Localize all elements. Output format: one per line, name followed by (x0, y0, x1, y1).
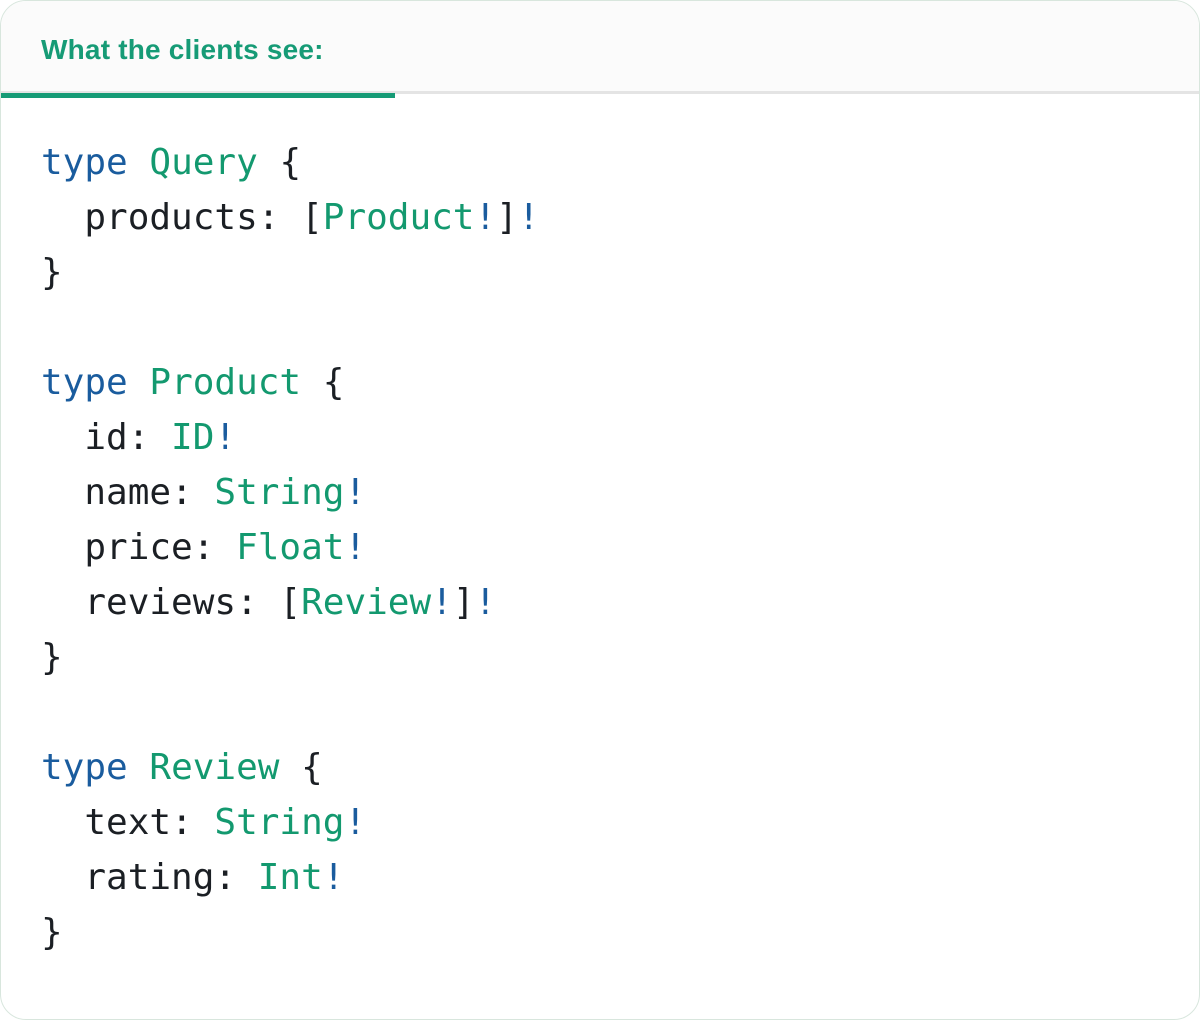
code-token-bg: ! (344, 802, 367, 843)
code-token-pl: rating: (41, 857, 258, 898)
code-token-pl: ] (452, 582, 475, 623)
code-area: type Query { products: [Product!]!} type… (1, 94, 1199, 1000)
code-token-bg: ! (344, 472, 367, 513)
code-line: name: String! (41, 465, 1159, 520)
code-token-bg: ! (214, 417, 237, 458)
code-token-pl: } (41, 912, 63, 953)
code-token-ty: Int (257, 857, 323, 898)
code-token-ty: Review (301, 582, 432, 623)
code-token-ty: ID (171, 417, 215, 458)
code-line: type Query { (41, 135, 1159, 190)
code-line: products: [Product!]! (41, 190, 1159, 245)
code-token-ty: Query (149, 142, 258, 183)
code-token-ty: String (214, 472, 345, 513)
code-token-pl: reviews: [ (41, 582, 302, 623)
code-token-pl: { (301, 362, 345, 403)
code-token-ty: Float (236, 527, 345, 568)
code-line: } (41, 245, 1159, 300)
code-token-pl: } (41, 637, 63, 678)
code-token-kw: type (41, 747, 128, 788)
code-token-bg: ! (322, 857, 345, 898)
code-token-pl: ] (496, 197, 518, 238)
code-token-bg: ! (344, 527, 367, 568)
code-line: } (41, 905, 1159, 960)
code-line: } (41, 630, 1159, 685)
code-line: reviews: [Review!]! (41, 575, 1159, 630)
code-token-pl: } (41, 252, 63, 293)
code-token-pl: { (257, 142, 302, 183)
code-line: type Product { (41, 355, 1159, 410)
code-line: rating: Int! (41, 850, 1159, 905)
code-line: price: Float! (41, 520, 1159, 575)
tab-what-clients-see[interactable]: What the clients see: (1, 1, 395, 94)
code-token-pl: { (279, 747, 323, 788)
code-token-pl (128, 362, 150, 403)
active-tab-underline (1, 93, 395, 98)
code-token-bg: ! (474, 582, 497, 623)
code-token-bg: ! (517, 197, 540, 238)
graphql-schema-code: type Query { products: [Product!]!} type… (41, 135, 1159, 960)
code-token-kw: type (41, 142, 128, 183)
code-line: type Review { (41, 740, 1159, 795)
code-token-pl: products: [ (41, 197, 323, 238)
code-token-kw: type (41, 362, 128, 403)
code-token-bg: ! (431, 582, 453, 623)
code-line: text: String! (41, 795, 1159, 850)
panel-tab-bar: What the clients see: (1, 1, 1199, 98)
code-token-pl: price: (41, 527, 237, 568)
code-token-pl (128, 142, 150, 183)
code-token-pl: text: (41, 802, 215, 843)
code-token-ty: Product (149, 362, 302, 403)
code-line (41, 685, 1159, 740)
code-token-ty: String (214, 802, 345, 843)
code-token-pl: name: (41, 472, 215, 513)
code-line: id: ID! (41, 410, 1159, 465)
tab-label: What the clients see: (41, 33, 324, 65)
code-token-ty: Product (322, 197, 475, 238)
code-line (41, 300, 1159, 355)
code-token-pl: id: (41, 417, 172, 458)
code-token-ty: Review (149, 747, 280, 788)
code-token-bg: ! (474, 197, 497, 238)
code-token-pl (128, 747, 150, 788)
